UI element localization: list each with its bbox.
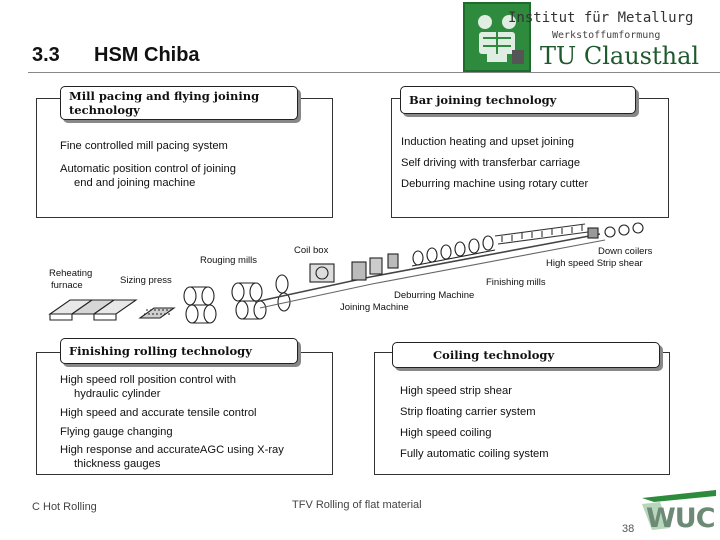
roughing-mills-label: Rouging mills	[200, 255, 258, 266]
mill-pacing-item: Fine controlled mill pacing system	[60, 140, 228, 152]
coiling-title: Coiling technology	[392, 342, 660, 368]
header-divider	[28, 72, 720, 73]
university-name: TU Clausthal	[540, 42, 700, 70]
reheating-furnace-label: Reheating	[49, 268, 93, 279]
roughing-mills-illustration	[183, 274, 291, 324]
down-coilers-label: Down coilers	[598, 246, 653, 257]
footer-course: TFV Rolling of flat material	[292, 499, 422, 511]
reheating-furnace-illustration	[48, 299, 138, 321]
mill-pacing-title-line1: Mill pacing and flying joining	[69, 89, 260, 103]
deburring-machine-label: Deburring Machine	[394, 290, 475, 301]
bar-joining-item: Induction heating and upset joining	[401, 136, 574, 148]
mill-pacing-item: Automatic position control of joining	[60, 163, 236, 175]
down-coilers-illustration	[587, 222, 644, 239]
page-title: HSM Chiba	[94, 44, 200, 66]
logo-bullet-square	[512, 50, 524, 64]
joining-machine-illustration	[351, 253, 399, 281]
institute-name: Institut für Metallurg	[508, 10, 694, 26]
finishing-rolling-title: Finishing rolling technology	[60, 338, 298, 364]
mill-pacing-title-line2: technology	[69, 103, 140, 117]
hot-strip-mill-layout-diagram	[48, 222, 644, 324]
coiling-panel	[374, 352, 670, 475]
finishing-rolling-item: High speed and accurate tensile control	[60, 407, 257, 419]
sizing-press-label: Sizing press	[120, 275, 172, 286]
university-crest-logo	[463, 2, 531, 72]
coil-box-illustration	[309, 263, 335, 283]
wuc-logo-text: WUC	[646, 503, 716, 534]
finishing-rolling-item: Flying gauge changing	[60, 426, 173, 438]
finishing-mills-illustration	[411, 235, 496, 267]
finishing-rolling-item: hydraulic cylinder	[74, 388, 161, 400]
mill-pacing-item: end and joining machine	[74, 177, 196, 189]
run-out-table-illustration	[494, 223, 589, 245]
coiling-item: Fully automatic coiling system	[400, 448, 549, 460]
reheating-furnace-label-2: furnace	[51, 280, 83, 291]
finishing-rolling-panel	[36, 352, 333, 475]
coiling-item: High speed coiling	[400, 427, 492, 439]
page-number: 38	[622, 523, 635, 535]
crest-icon	[478, 15, 516, 62]
finishing-mills-label: Finishing mills	[486, 277, 546, 288]
bar-joining-item: Deburring machine using rotary cutter	[401, 178, 589, 190]
section-number: 3.3	[32, 44, 60, 66]
coil-box-label: Coil box	[294, 245, 329, 256]
sizing-press-illustration	[138, 307, 176, 319]
wuc-logo-swoosh-icon	[642, 490, 716, 530]
coiling-item: Strip floating carrier system	[400, 406, 536, 418]
mill-pacing-title: Mill pacing and flying joining technolog…	[60, 86, 298, 120]
finishing-rolling-item: thickness gauges	[74, 458, 161, 470]
joining-machine-label: Joining Machine	[340, 302, 409, 313]
bar-joining-title: Bar joining technology	[400, 86, 636, 114]
footer-chapter: C Hot Rolling	[32, 501, 97, 513]
bar-joining-item: Self driving with transferbar carriage	[401, 157, 581, 169]
institute-department: Werkstoffumformung	[552, 30, 661, 41]
finishing-rolling-item: High speed roll position control with	[60, 374, 236, 386]
finishing-rolling-item: High response and accurateAGC using X-ra…	[60, 444, 284, 456]
coiling-item: High speed strip shear	[400, 385, 512, 397]
strip-shear-label: High speed Strip shear	[546, 258, 643, 269]
